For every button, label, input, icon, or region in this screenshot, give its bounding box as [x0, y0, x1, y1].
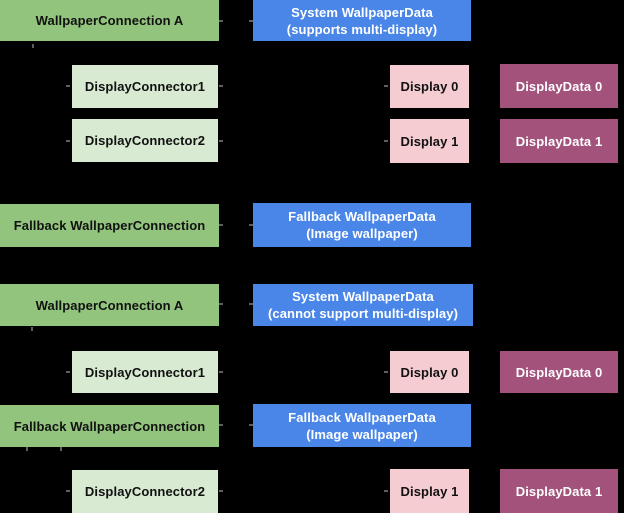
- connector-stub: [219, 303, 223, 305]
- box-display-connector-2-b: DisplayConnector2: [72, 470, 218, 513]
- box-fallback-connection-1: Fallback WallpaperConnection: [0, 204, 219, 247]
- box-display-data-1-b: DisplayData 1: [500, 469, 618, 513]
- connector-stub: [384, 371, 388, 373]
- connector-stub: [219, 371, 223, 373]
- connector-stub: [219, 490, 223, 492]
- connector-stub: [32, 44, 34, 48]
- connector-stub: [66, 140, 70, 142]
- box-wallpaper-connection-a-1: WallpaperConnection A: [0, 0, 219, 41]
- connector-stub: [219, 20, 223, 22]
- box-display-1-a: Display 1: [390, 119, 469, 163]
- connector-stub: [66, 490, 70, 492]
- connector-stub: [249, 303, 253, 305]
- box-display-0-a: Display 0: [390, 65, 469, 108]
- box-system-wallpaperdata-single: System WallpaperData (cannot support mul…: [253, 284, 473, 326]
- box-label-line2: (Image wallpaper): [306, 226, 418, 241]
- box-fallback-wallpaperdata-2: Fallback WallpaperData (Image wallpaper): [253, 404, 471, 447]
- box-fallback-connection-2: Fallback WallpaperConnection: [0, 405, 219, 447]
- connector-stub: [219, 85, 223, 87]
- box-system-wallpaperdata-multi: System WallpaperData (supports multi-dis…: [253, 0, 471, 41]
- connector-stub: [249, 20, 253, 22]
- box-label-line1: Fallback WallpaperData: [288, 409, 436, 425]
- box-label-line1: System WallpaperData: [292, 289, 434, 304]
- connector-stub: [219, 140, 223, 142]
- box-display-connector-1-a: DisplayConnector1: [72, 65, 218, 108]
- connector-stub: [384, 85, 388, 87]
- connector-stub: [384, 490, 388, 492]
- connector-stub: [219, 224, 223, 226]
- connector-stub: [31, 327, 33, 331]
- box-display-connector-2-a: DisplayConnector2: [72, 119, 218, 162]
- box-display-data-0-a: DisplayData 0: [500, 64, 618, 108]
- connector-stub: [249, 224, 253, 226]
- connector-stub: [60, 447, 62, 451]
- box-display-0-b: Display 0: [390, 351, 469, 393]
- box-fallback-wallpaperdata-1: Fallback WallpaperData (Image wallpaper): [253, 203, 471, 247]
- box-label-line2: (supports multi-display): [286, 21, 438, 37]
- box-display-1-b: Display 1: [390, 469, 469, 513]
- connector-stub: [66, 371, 70, 373]
- box-label-line2: (Image wallpaper): [306, 426, 418, 442]
- connector-stub: [249, 424, 253, 426]
- box-label-line1: System WallpaperData: [291, 4, 433, 20]
- box-label-line2: (cannot support multi-display): [267, 306, 459, 321]
- box-display-data-1-a: DisplayData 1: [500, 119, 618, 163]
- box-display-data-0-b: DisplayData 0: [500, 351, 618, 393]
- box-display-connector-1-b: DisplayConnector1: [72, 351, 218, 393]
- box-label-line1: Fallback WallpaperData: [288, 209, 436, 224]
- connector-stub: [384, 140, 388, 142]
- box-wallpaper-connection-a-2: WallpaperConnection A: [0, 284, 219, 326]
- connector-stub: [219, 424, 223, 426]
- connector-stub: [66, 85, 70, 87]
- connector-stub: [26, 447, 28, 451]
